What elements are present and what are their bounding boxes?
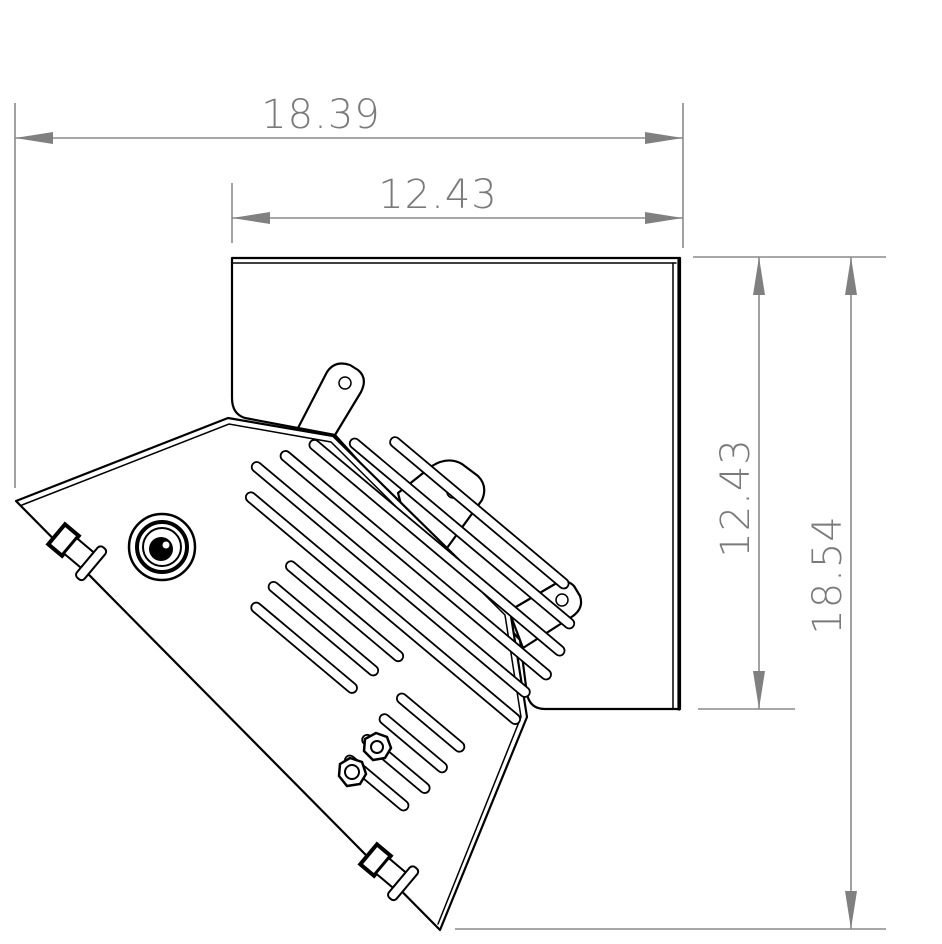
dimension-label-overall-height: 18.54 — [805, 515, 851, 635]
arrow-left-icon — [15, 132, 53, 144]
dimension-label-overall-width: 18.39 — [261, 92, 381, 138]
arrow-left-icon — [232, 212, 270, 224]
arrow-up-icon — [753, 257, 765, 295]
angled-plate — [14, 416, 576, 932]
dimension-label-upper-width: 12.43 — [378, 172, 498, 218]
dimension-label-upper-height: 12.43 — [713, 438, 759, 558]
dimension-upper-width: 12.43 — [231, 172, 683, 243]
nut-icon-1 — [362, 731, 393, 762]
slot-group — [244, 436, 576, 812]
arrow-up-icon — [845, 257, 857, 295]
mounting-tab-1 — [296, 362, 365, 437]
dimension-upper-height: 12.43 — [693, 256, 886, 710]
arrow-down-icon — [845, 891, 857, 929]
arrow-right-icon — [645, 132, 683, 144]
tab-hole-icon — [555, 593, 569, 607]
nut-icon-2 — [337, 756, 368, 788]
arrow-right-icon — [645, 212, 683, 224]
connector-icon-bottom — [357, 841, 420, 902]
tab-hole-icon — [338, 376, 352, 390]
dimension-overall-width: 18.39 — [14, 92, 684, 488]
knob-icon — [127, 512, 197, 582]
arrow-down-icon — [753, 671, 765, 709]
connector-icon-top — [45, 521, 108, 582]
dimension-overall-height: 18.54 — [455, 257, 886, 930]
